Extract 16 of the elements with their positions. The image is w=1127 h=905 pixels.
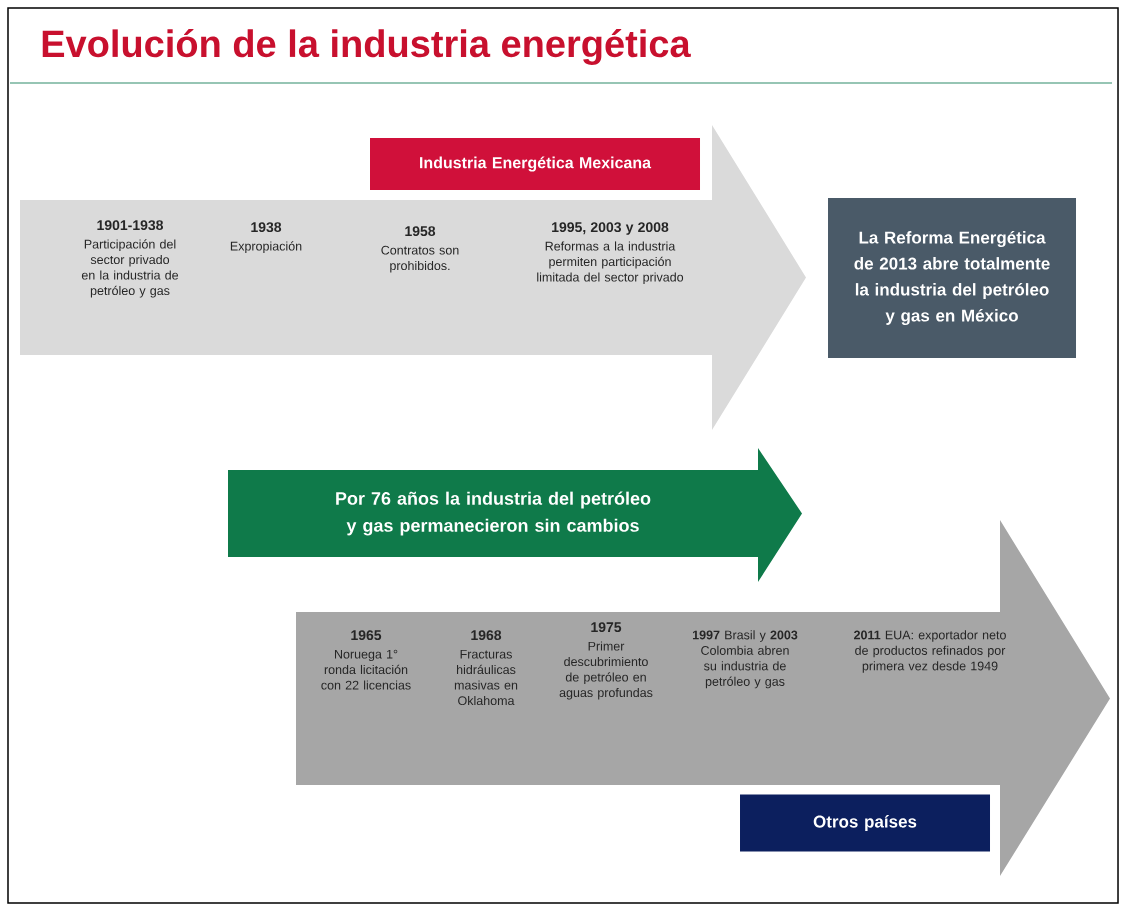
arrow-band bbox=[296, 520, 1110, 876]
timeline-entry: 1965 Noruega 1° ronda licitación con 22 licencias bbox=[321, 630, 411, 690]
timeline-entry: 1997 Brasil y 2003 Colombia abren su industria de petróleo y gas bbox=[693, 630, 798, 689]
timeline-entry: 1995, 2003 y 2008 Reformas a la industria permiten participación limitada del sector privado bbox=[537, 222, 684, 285]
label-box: Industria Energética Mexicana bbox=[370, 138, 700, 190]
arrow-band: Por 76 años la industria del petróleo y gas permanecieron sin cambios bbox=[228, 448, 802, 582]
label-box: Otros países bbox=[740, 794, 990, 852]
callout-box: La Reforma Energética de 2013 abre totalmente la industria del petróleo y gas en México bbox=[828, 198, 1076, 358]
timeline-entry: 1958 Contratos son prohibidos. bbox=[381, 226, 459, 273]
title: Evolución de la industria energética bbox=[42, 29, 691, 65]
timeline-entry: 2011 EUA: exportador neto de productos refinados por primera vez desde 1949 bbox=[854, 630, 1006, 673]
timeline-entry: 1901-1938 Participación del sector privado en la industria de petróleo y gas bbox=[81, 220, 179, 298]
timeline-entry: 1975 Primer descubrimiento de petróleo en aguas profundas bbox=[559, 622, 653, 700]
timeline-entry: 1938 Expropiación bbox=[230, 222, 302, 254]
arrow-band bbox=[20, 125, 806, 430]
timeline-entry: 1968 Fracturas hidráulicas masivas en Oklahoma bbox=[454, 630, 518, 706]
